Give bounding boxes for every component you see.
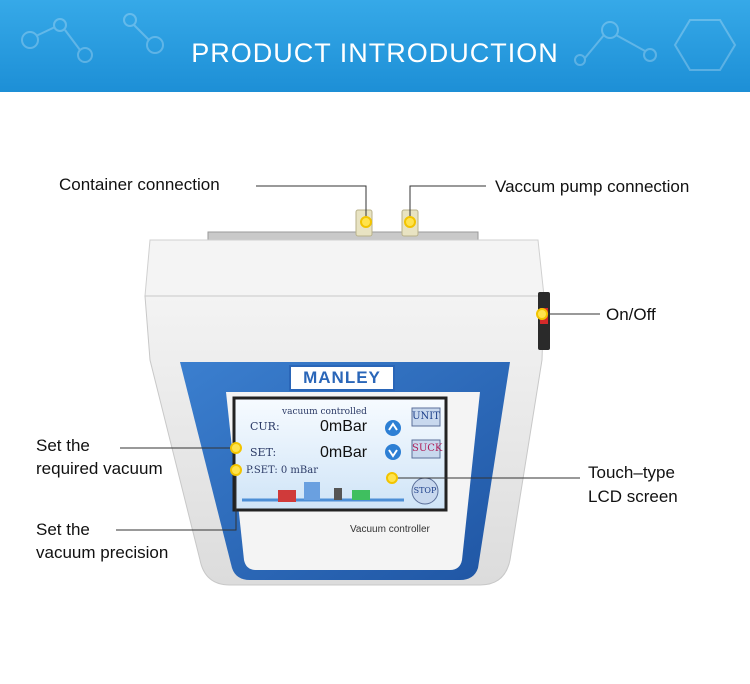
suck-button[interactable]: SUCK <box>412 443 443 454</box>
unit-button[interactable]: UNIT <box>412 411 440 422</box>
molecule-pattern-icon <box>21 13 737 71</box>
onoff-marker <box>536 308 548 320</box>
cur-value: 0mBar <box>320 418 368 435</box>
callout-precision-line2: vacuum precision <box>36 543 169 562</box>
callout-touch-line1: Touch–type <box>588 463 675 482</box>
callout-onoff: On/Off <box>606 305 656 324</box>
set-value: 0mBar <box>320 444 368 461</box>
callout-pump-connection: Vaccum pump connection <box>495 177 690 196</box>
brand-label: MANLEY <box>303 368 381 387</box>
touch-screen-marker <box>386 472 398 484</box>
callout-container-connection: Container connection <box>59 175 220 194</box>
stop-button[interactable]: STOP <box>413 486 437 495</box>
set-label: SET: <box>250 446 277 459</box>
model-label: Vacuum controller <box>350 524 430 535</box>
cur-label: CUR: <box>250 420 280 433</box>
precision-marker <box>230 464 242 476</box>
callout-touch-line2: LCD screen <box>588 487 678 506</box>
pset-label: P.SET: 0 mBar <box>246 465 319 476</box>
page-title: PRODUCT INTRODUCTION <box>191 38 559 68</box>
callout-set-vacuum-line1: Set the <box>36 436 90 455</box>
container-connection-marker <box>360 216 372 228</box>
callout-set-vacuum-line2: required vacuum <box>36 459 163 478</box>
set-vacuum-marker <box>230 442 242 454</box>
pump-connection-marker <box>404 216 416 228</box>
header-banner: PRODUCT INTRODUCTION <box>0 0 750 92</box>
lcd-header: vacuum controlled <box>282 407 367 417</box>
callout-precision-line1: Set the <box>36 520 90 539</box>
